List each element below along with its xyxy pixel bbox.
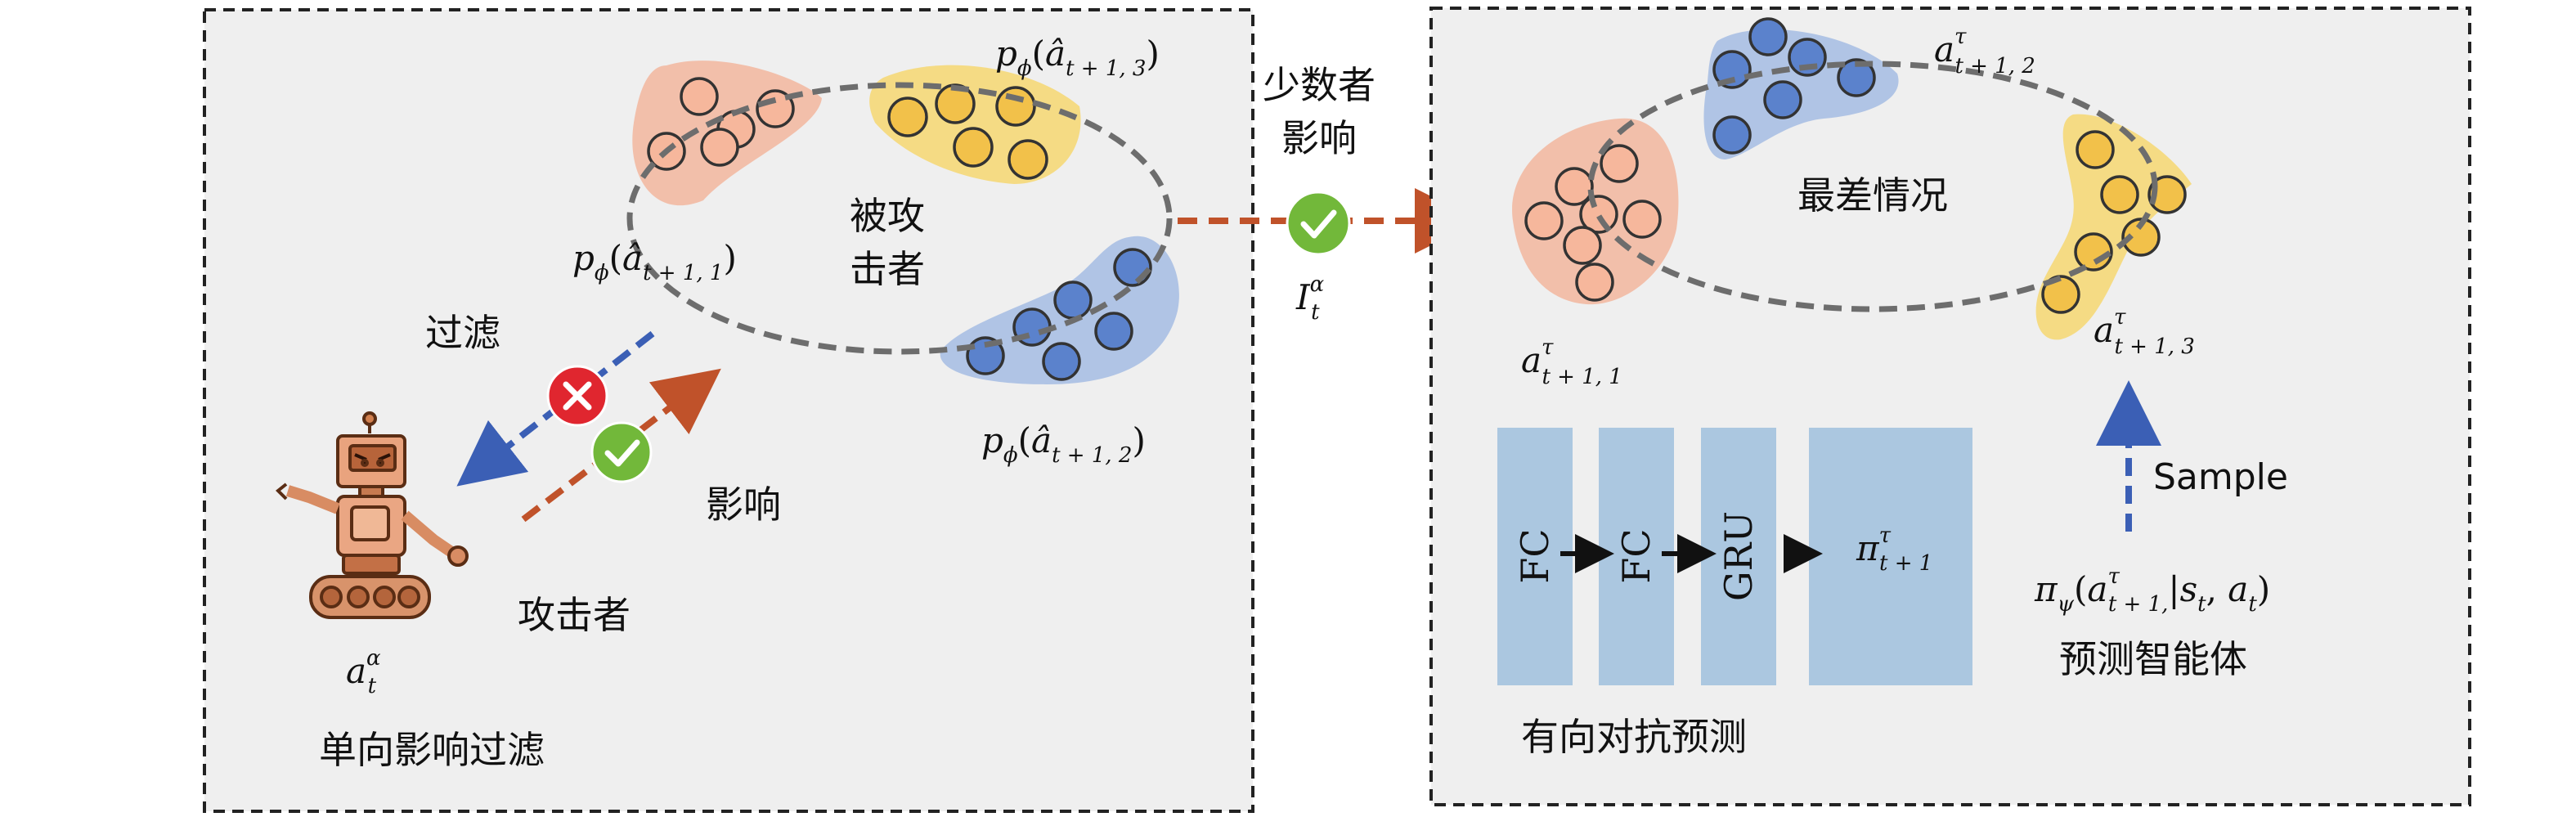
check-icon-middle [1286, 191, 1351, 256]
svg-text:FC: FC [1614, 528, 1658, 583]
cluster-yellow-right [2035, 114, 2192, 340]
left-panel: 被攻 击者 pϕ(ât + 1, 1) pϕ(ât + 1, 3) pϕ(ât … [203, 8, 1254, 813]
cluster-orange-right [1512, 118, 1679, 305]
filter-label: 过滤 [425, 311, 500, 355]
cluster-blue-right [1703, 17, 1899, 159]
agent-label: 预测智能体 [2059, 637, 2247, 681]
block-x-icon [546, 365, 608, 427]
minority-label-line1: 少数者 [1263, 63, 1376, 107]
influence-label: 影响 [706, 483, 781, 527]
right-caption: 有向对抗预测 [1521, 715, 1747, 759]
cluster-blue-left [940, 236, 1179, 384]
check-icon-left [590, 421, 653, 483]
sample-label: Sample [2153, 456, 2288, 498]
gru-block: GRU [1701, 428, 1776, 685]
victim-label-line1: 被攻 [850, 194, 925, 238]
attacker-label: 攻击者 [518, 593, 631, 637]
worst-case-label: 最差情况 [1797, 173, 1948, 218]
svg-text:GRU: GRU [1717, 511, 1761, 601]
left-caption: 单向影响过滤 [319, 728, 545, 772]
victim-label-line2: 击者 [850, 247, 925, 291]
influence-arrow [521, 368, 721, 523]
victim-ellipse [626, 82, 1173, 355]
robot-icon [276, 411, 469, 619]
fc-block-2: FC [1599, 428, 1674, 685]
minority-label-line2: 影响 [1281, 116, 1357, 160]
worst-case-ellipse [1587, 61, 2158, 312]
svg-text:FC: FC [1513, 528, 1557, 583]
fc-block-1: FC [1497, 428, 1573, 685]
cluster-yellow-left [869, 65, 1081, 184]
